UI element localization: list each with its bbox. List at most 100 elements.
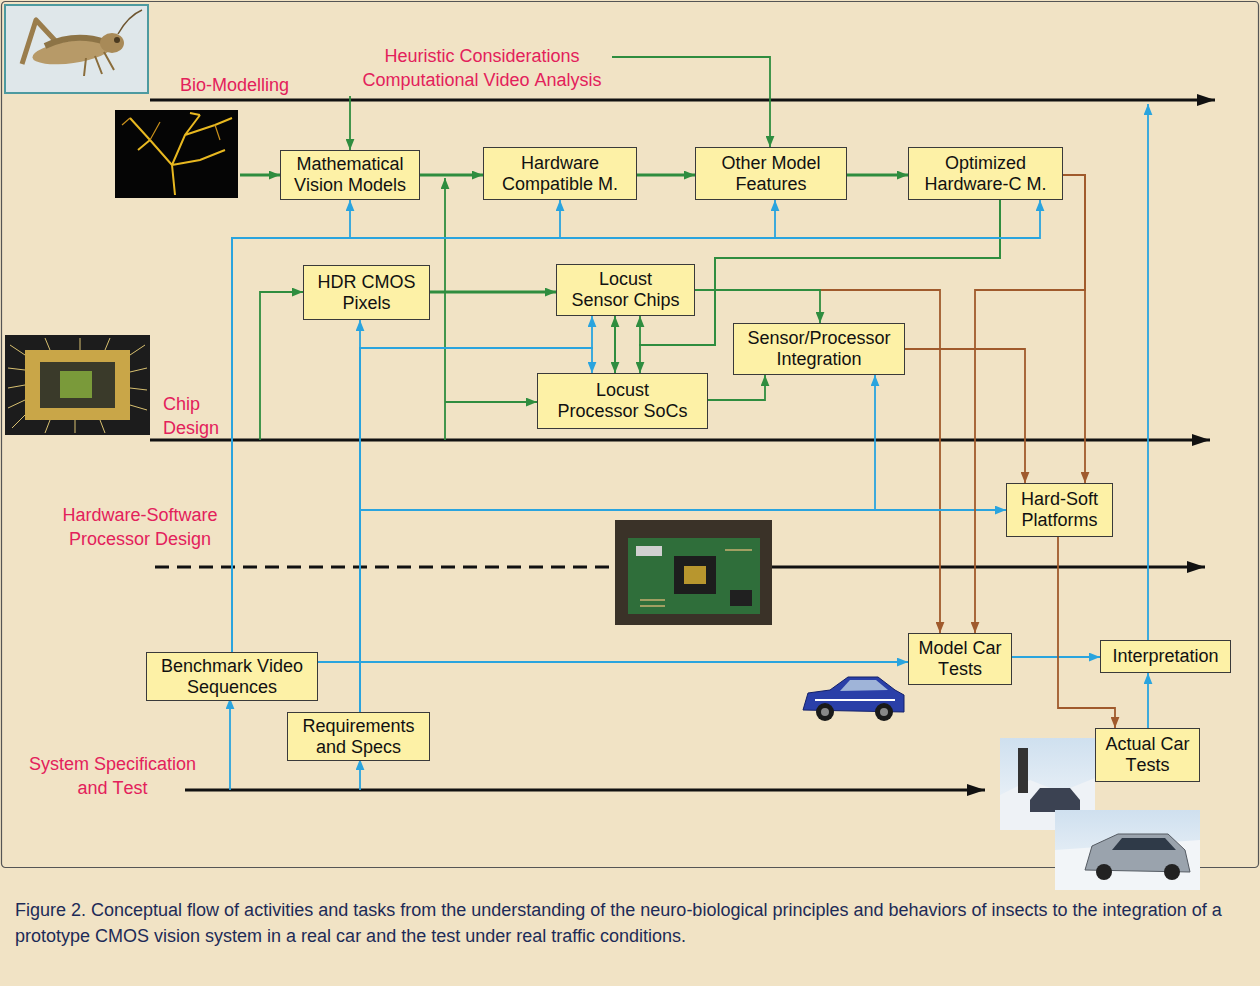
process-box: Interpretation [1100, 640, 1231, 673]
process-box: Mathematical Vision Models [280, 150, 420, 200]
flow-arrow [1147, 673, 1149, 728]
board-photo [684, 566, 706, 584]
process-box: Sensor/Processor Integration [733, 323, 905, 375]
flow-arrow [614, 316, 616, 373]
chip-photo [40, 362, 115, 408]
lane-feed-lines [230, 57, 1148, 790]
model-car-photo [816, 703, 834, 721]
flow-arrow [232, 200, 775, 652]
lane-label: Chip Design [163, 392, 225, 440]
process-box: Requirements and Specs [287, 712, 430, 761]
box-text: Locust Processor SoCs [555, 380, 690, 421]
flow-arrow [708, 375, 765, 400]
flow-arrow [232, 200, 1040, 652]
grasshopper-photo [84, 52, 114, 76]
lane-arrows [155, 566, 615, 569]
lane-feed-lines [612, 57, 770, 147]
box-text: Other Model Features [702, 153, 840, 194]
lane-feed-lines [349, 96, 351, 150]
model-car-photo [875, 703, 893, 721]
flow-arrow [420, 174, 483, 177]
flow-arrow [695, 290, 820, 323]
board-photo [636, 546, 662, 556]
model-car-photo [880, 708, 888, 716]
process-box: Locust Processor SoCs [537, 373, 708, 429]
lane-label: Hardware-Software Processor Design [55, 503, 225, 551]
process-box: Actual Car Tests [1095, 728, 1200, 782]
box-text: Requirements and Specs [294, 716, 423, 757]
process-box: Other Model Features [695, 147, 847, 200]
flow-arrow [1063, 175, 1085, 483]
lane-feed-lines [240, 174, 280, 177]
neuron-image [115, 110, 238, 198]
flow-arrow [1012, 656, 1100, 658]
process-box: Hard-Soft Platforms [1006, 483, 1113, 537]
test-car-photo [1112, 838, 1176, 850]
lane-feed-lines [229, 698, 231, 790]
model-car-photo [840, 680, 888, 691]
lane-label: System Specification and Test [25, 752, 200, 800]
flow-arrow [430, 291, 556, 294]
box-text: Mathematical Vision Models [287, 154, 413, 195]
box-text: Hardware Compatible M. [490, 153, 630, 194]
flow-arrow [975, 175, 1085, 633]
test-car-photo [1030, 788, 1080, 812]
box-text: Model Car Tests [915, 638, 1005, 679]
chip-photo [8, 338, 147, 433]
process-box: Benchmark Video Sequences [146, 652, 318, 701]
lane-feed-lines [444, 178, 446, 440]
test-car-photo [1164, 864, 1180, 880]
chip-photo [25, 350, 130, 420]
flow-arrow [318, 661, 908, 663]
figure-frame [2, 2, 1259, 868]
lane-label: Bio-Modelling [180, 73, 340, 97]
model-car-photo [815, 699, 895, 701]
flow-arrow [695, 290, 940, 633]
flow-arrow [232, 200, 560, 652]
grasshopper-photo [100, 33, 124, 53]
process-box: Model Car Tests [908, 633, 1012, 685]
neuron-image [130, 113, 232, 195]
flow-arrow [905, 349, 1025, 483]
board-photo [730, 590, 752, 606]
lane-feed-lines [445, 401, 537, 403]
neuron-image [122, 118, 220, 140]
box-text: Locust Sensor Chips [570, 269, 681, 310]
lane-arrows [185, 789, 985, 792]
lane-feed-lines [1147, 104, 1149, 640]
process-box: Locust Sensor Chips [556, 264, 695, 316]
lane-feed-lines [359, 759, 361, 790]
process-box: HDR CMOS Pixels [303, 265, 430, 320]
lane-arrows [772, 566, 1205, 569]
grasshopper-photo [5, 5, 148, 93]
flow-arrow [1058, 537, 1115, 728]
box-text: Interpretation [1107, 646, 1224, 667]
process-box: Hardware Compatible M. [483, 147, 637, 200]
board-photo [674, 556, 716, 594]
box-text: Sensor/Processor Integration [740, 328, 898, 369]
chip-photo [5, 335, 150, 435]
grasshopper-photo [114, 37, 120, 43]
chip-photo [60, 371, 92, 398]
test-car-photo [1018, 748, 1028, 793]
lane-arrows [150, 99, 1215, 102]
box-text: Optimized Hardware-C M. [915, 153, 1056, 194]
box-text: HDR CMOS Pixels [310, 272, 423, 313]
grasshopper-photo [5, 5, 148, 93]
lane-feed-lines [260, 292, 303, 440]
flow-arrow [637, 174, 695, 177]
box-text: Hard-Soft Platforms [1013, 489, 1106, 530]
test-car-photo [1055, 810, 1200, 890]
neuron-image [115, 110, 238, 198]
chip-photo [5, 335, 150, 435]
board-photo [615, 520, 772, 625]
board-photo [640, 550, 752, 606]
model-car-photo [821, 708, 829, 716]
flow-arrow [847, 174, 908, 177]
board-photo [615, 520, 772, 625]
test-car-photo [1096, 864, 1112, 880]
process-box: Optimized Hardware-C M. [908, 147, 1063, 200]
box-text: Actual Car Tests [1102, 734, 1193, 775]
model-car-photo [803, 677, 904, 721]
